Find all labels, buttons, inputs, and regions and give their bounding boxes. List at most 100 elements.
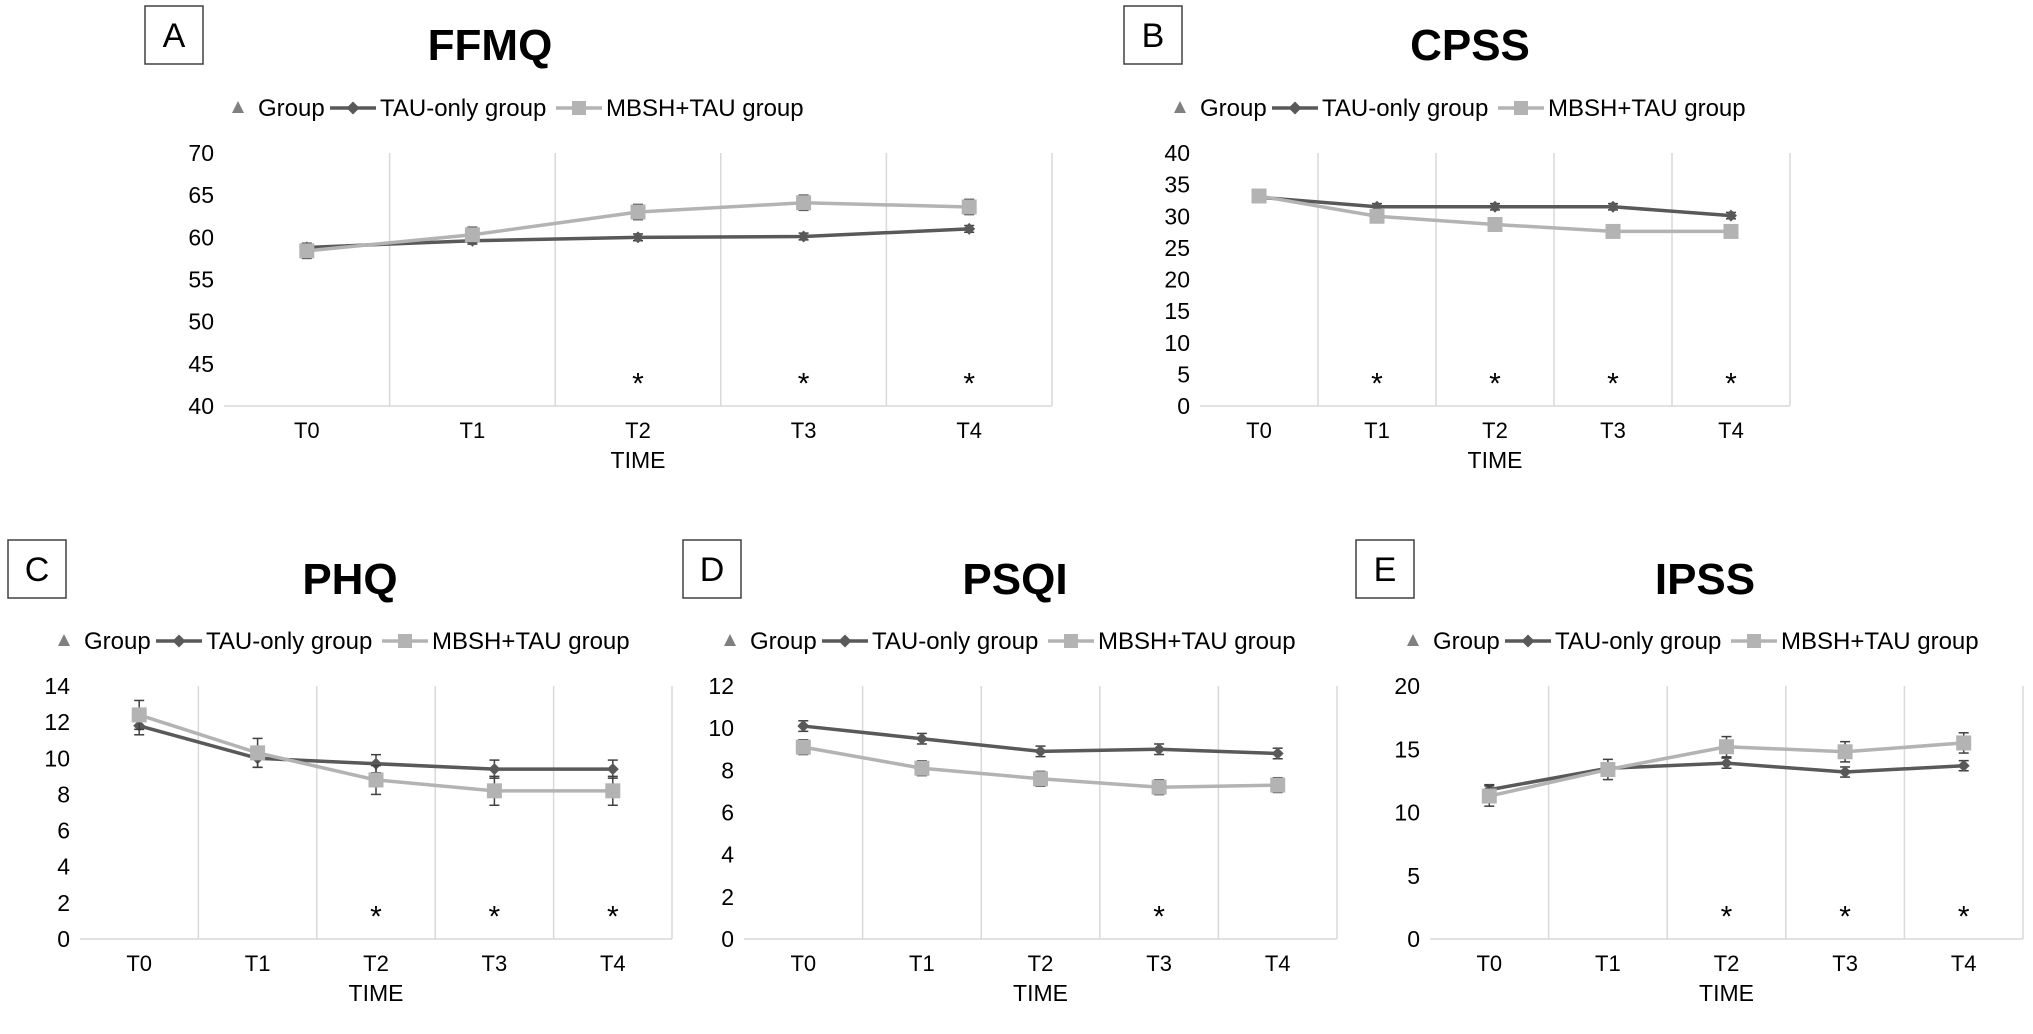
- data-point-mbsh: [1600, 761, 1616, 777]
- significance-marker: *: [632, 368, 644, 401]
- x-tick-label: T4: [1718, 418, 1744, 443]
- data-point-tau: [488, 763, 501, 776]
- data-point-tau: [370, 757, 382, 770]
- x-axis-label: TIME: [349, 980, 404, 1006]
- panel-label-box: [1355, 539, 1415, 599]
- x-tick-label: T4: [1951, 951, 1977, 976]
- data-point-mbsh: [299, 243, 315, 259]
- data-point-mbsh: [368, 772, 384, 788]
- chart-title: PHQ: [302, 555, 397, 604]
- significance-marker: *: [1371, 368, 1383, 401]
- y-tick-label: 50: [188, 309, 214, 335]
- y-tick-label: 70: [188, 140, 214, 166]
- legend-group-label: Group: [1433, 628, 1500, 655]
- y-tick-label: 55: [188, 267, 214, 293]
- y-tick-label: 40: [188, 393, 214, 419]
- x-tick-label: T3: [482, 951, 508, 976]
- legend-tau-label: TAU-only group: [206, 628, 372, 655]
- data-point-mbsh: [795, 739, 811, 755]
- y-tick-label: 45: [188, 351, 214, 377]
- y-tick-label: 15: [1164, 298, 1190, 324]
- series-mbsh: [131, 699, 621, 807]
- panel-label-box: [7, 539, 67, 599]
- data-point-tau: [1720, 757, 1733, 770]
- x-tick-label: T2: [625, 418, 651, 443]
- series-mbsh: [299, 194, 977, 260]
- legend-mbsh-marker: [572, 101, 586, 115]
- data-point-mbsh: [1487, 216, 1503, 232]
- data-point-mbsh: [1151, 779, 1167, 795]
- data-point-mbsh: [1605, 223, 1621, 239]
- panel-label: B: [1142, 17, 1165, 55]
- x-tick-label: T0: [1246, 418, 1272, 443]
- y-tick-label: 10: [44, 745, 70, 771]
- data-point-mbsh: [1956, 735, 1972, 751]
- panel-label: D: [700, 551, 725, 589]
- data-point-mbsh: [486, 783, 502, 799]
- data-point-mbsh: [1837, 744, 1853, 760]
- data-point-tau: [797, 720, 810, 733]
- y-tick-label: 15: [1394, 736, 1420, 762]
- legend-group-marker: [1174, 101, 1186, 113]
- legend-group-marker: [232, 101, 244, 113]
- data-point-mbsh: [605, 783, 621, 799]
- x-tick-label: T4: [600, 951, 626, 976]
- y-tick-label: 0: [721, 926, 734, 952]
- significance-marker: *: [963, 368, 975, 401]
- x-tick-label: T0: [1476, 951, 1502, 976]
- x-tick-label: T3: [791, 418, 817, 443]
- y-tick-label: 20: [1394, 673, 1420, 699]
- data-point-mbsh: [1723, 223, 1739, 239]
- legend-tau-marker: [1288, 101, 1302, 115]
- significance-marker: *: [1839, 901, 1851, 934]
- significance-marker: *: [1153, 901, 1165, 934]
- y-tick-label: 30: [1164, 203, 1190, 229]
- chart-title: CPSS: [1410, 21, 1530, 70]
- panel-label-box: [144, 5, 204, 65]
- data-point-tau: [632, 231, 644, 244]
- y-tick-label: 12: [44, 709, 70, 735]
- y-tick-label: 8: [721, 757, 734, 783]
- series-tau: [797, 720, 1284, 760]
- panel-label-box: [682, 539, 742, 599]
- data-point-tau: [1725, 209, 1737, 222]
- legend-group-label: Group: [750, 628, 817, 655]
- data-point-mbsh: [630, 204, 646, 220]
- data-point-tau: [797, 230, 810, 243]
- data-point-tau: [1271, 747, 1284, 760]
- significance-marker: *: [1489, 368, 1501, 401]
- legend-group-label: Group: [84, 628, 151, 655]
- data-point-mbsh: [1033, 771, 1048, 787]
- data-point-tau: [1839, 766, 1852, 779]
- data-point-tau: [1607, 200, 1619, 213]
- y-tick-label: 2: [57, 890, 70, 916]
- y-tick-label: 5: [1177, 361, 1190, 387]
- x-tick-label: T2: [1714, 951, 1740, 976]
- significance-marker: *: [489, 901, 501, 934]
- data-point-mbsh: [1481, 788, 1497, 804]
- y-tick-label: 0: [1407, 926, 1420, 952]
- y-tick-label: 35: [1164, 172, 1190, 198]
- y-tick-label: 8: [57, 781, 70, 807]
- legend-tau-label: TAU-only group: [1555, 628, 1721, 655]
- significance-marker: *: [1725, 368, 1737, 401]
- legend-tau-marker: [838, 634, 852, 648]
- series-mbsh: [1481, 732, 1972, 807]
- significance-marker: *: [1721, 901, 1733, 934]
- x-tick-label: T1: [1595, 951, 1621, 976]
- data-point-mbsh: [1719, 739, 1734, 755]
- y-tick-label: 20: [1164, 267, 1190, 293]
- significance-marker: *: [1607, 368, 1619, 401]
- chart-title: IPSS: [1655, 555, 1755, 604]
- x-tick-label: T2: [363, 951, 389, 976]
- data-point-mbsh: [1251, 188, 1267, 204]
- y-tick-label: 25: [1164, 235, 1190, 261]
- x-tick-label: T0: [126, 951, 152, 976]
- legend-tau-marker: [172, 634, 186, 648]
